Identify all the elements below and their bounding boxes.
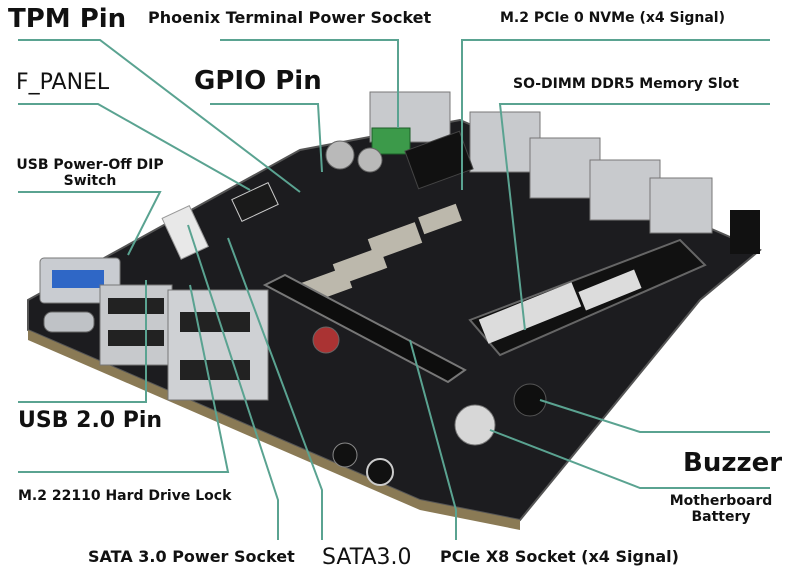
leader-f-panel (18, 103, 251, 191)
sata30-label: SATA3.0 (322, 545, 412, 570)
capacitor (325, 140, 355, 170)
sata-data-connector (231, 182, 279, 222)
usb-dip-label-line2: Switch (63, 173, 117, 189)
battery-label-line1: Motherboard (669, 493, 773, 509)
leader-gpio (210, 103, 323, 173)
f-panel-label: F_PANEL (16, 70, 110, 95)
tpm-pin-label: TPM Pin (8, 4, 127, 34)
battery-label-line2: Battery (691, 509, 751, 525)
m2-lock-label: M.2 22110 Hard Drive Lock (18, 488, 232, 504)
sata-power-label: SATA 3.0 Power Socket (88, 547, 295, 566)
sodimm-label: SO-DIMM DDR5 Memory Slot (513, 76, 739, 92)
leader-pcie (409, 339, 457, 540)
buzzer (513, 383, 547, 417)
leader-m2-nvme (461, 39, 770, 190)
leader-buzzer (539, 399, 770, 433)
lan-port-5 (649, 177, 713, 234)
usbc-port (43, 311, 95, 333)
m2-nvme-label: M.2 PCIe 0 NVMe (x4 Signal) (500, 10, 726, 26)
phoenix-socket-label: Phoenix Terminal Power Socket (148, 8, 432, 27)
lan-port-4 (589, 159, 661, 221)
hdmi-port-stack (167, 289, 269, 401)
pcie-x8-label: PCIe X8 Socket (x4 Signal) (440, 547, 679, 566)
usb2-port-stack (99, 284, 173, 366)
leader-battery (489, 429, 770, 489)
buzzer-label: Buzzer (683, 448, 783, 478)
leader-phoenix (220, 39, 399, 128)
m2-slot (404, 130, 474, 190)
leader-sata30 (227, 237, 323, 540)
usb2-pin-label: USB 2.0 Pin (18, 408, 163, 433)
motherboard-pcb (27, 118, 762, 522)
leader-sodimm (498, 103, 770, 331)
usb-dip-label: USB Power-Off DIP Switch (2, 158, 178, 188)
leader-m2-lock (18, 284, 230, 473)
leader-lines (18, 39, 770, 540)
leader-sata-power (187, 224, 279, 540)
phoenix-socket (371, 127, 411, 155)
usb-dip-label-line1: USB Power-Off DIP (16, 157, 164, 173)
sata-power-connector (161, 205, 209, 260)
leader-usb-dip (18, 191, 162, 256)
cmos-battery (454, 404, 496, 446)
gpio-pin-label: GPIO Pin (194, 66, 322, 96)
lan-port-3 (529, 137, 601, 199)
leader-tpm (18, 39, 301, 193)
battery-label: Motherboard Battery (658, 494, 784, 524)
leader-usb2-pin (18, 280, 147, 403)
power-button (366, 458, 394, 486)
